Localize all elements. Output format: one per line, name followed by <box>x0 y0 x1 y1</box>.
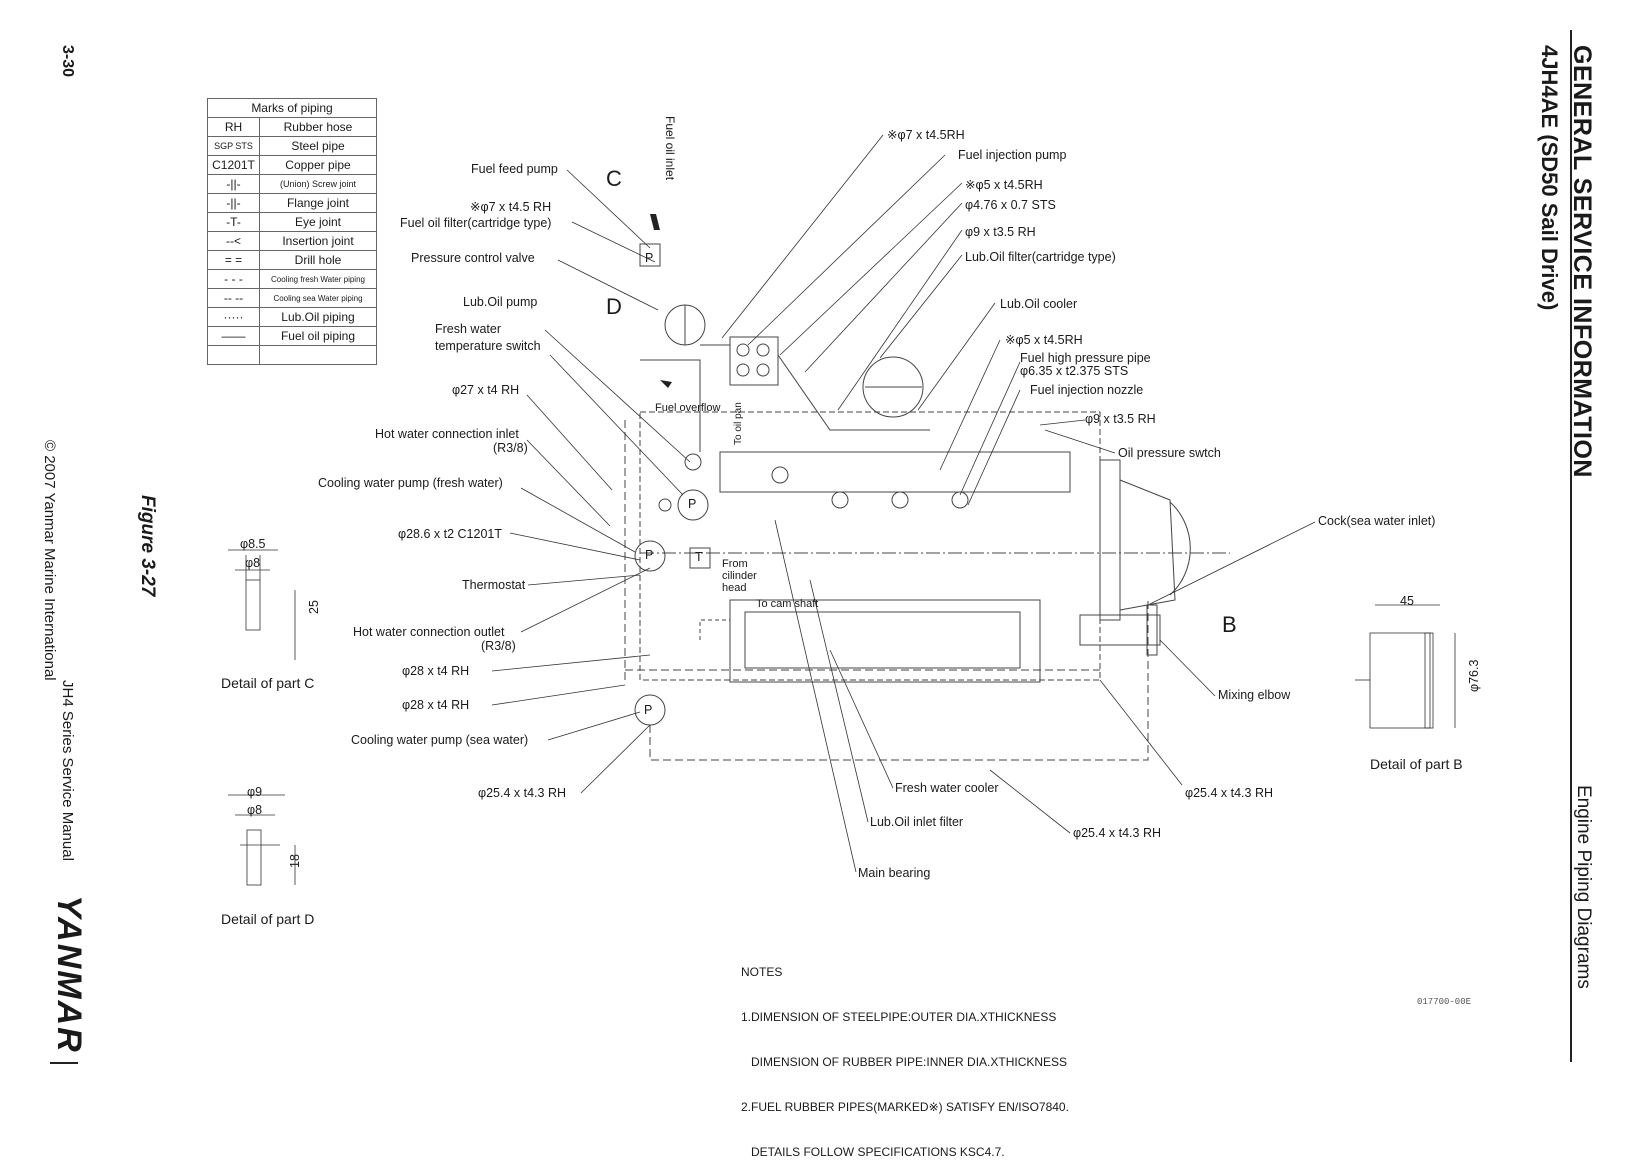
lub-oil-pump-circle <box>677 489 709 521</box>
thermostat-box <box>689 547 711 569</box>
label-fw-temp-2: temperature switch <box>435 339 541 353</box>
label-fw-temp-1: Fresh water <box>435 322 501 336</box>
label-cw-pump-fresh: Cooling water pump (fresh water) <box>318 476 503 490</box>
notes-title: NOTES <box>741 965 783 979</box>
detail-b-diameter: φ76.3 <box>1467 659 1481 692</box>
label-rh5b: ※φ5 x t4.5RH <box>1005 333 1083 347</box>
legend-row: ·····Lub.Oil piping <box>207 307 377 327</box>
label-rh7-left: ※φ7 x t4.5 RH <box>470 200 552 214</box>
label-hw-inlet-2: (R3/8) <box>493 441 528 455</box>
label-fuel-injection-pump: Fuel injection pump <box>958 148 1067 162</box>
label-p254c: φ25.4 x t4.3 RH <box>1073 826 1162 840</box>
label-top-rh7: ※φ7 x t4.5RH <box>887 128 965 142</box>
label-fuel-oil-inlet: Fuel oil inlet <box>663 116 677 181</box>
label-cw-pump-sea: Cooling water pump (sea water) <box>351 733 529 747</box>
label-fuel-filter: Fuel oil filter(cartridge type) <box>400 216 552 230</box>
fresh-water-pump-circle <box>634 540 666 572</box>
detail-c-drawing <box>228 549 296 660</box>
detail-d-d1: φ9 <box>247 785 263 799</box>
label-hw-inlet-1: Hot water connection inlet <box>375 427 519 441</box>
label-hw-outlet-2: (R3/8) <box>481 639 516 653</box>
detail-c-length: 25 <box>307 600 321 614</box>
detail-d-d2: φ8 <box>247 803 263 817</box>
note-line: DETAILS FOLLOW SPECIFICATIONS KSC4.7. <box>741 1145 1005 1159</box>
header-rule <box>1570 30 1572 1062</box>
drive-bell <box>1169 501 1191 596</box>
label-lub-pump-p: P <box>688 497 697 511</box>
label-fw-cooler: Fresh water cooler <box>895 781 999 795</box>
detail-c-title: Detail of part C <box>221 675 315 691</box>
label-p254a: φ25.4 x t4.3 RH <box>478 786 567 800</box>
label-lub-pump: Lub.Oil pump <box>463 295 538 309</box>
label-part-b: B <box>1222 612 1237 637</box>
label-fuel-overflow: Fuel overflow <box>655 402 721 414</box>
label-p254b: φ25.4 x t4.3 RH <box>1185 786 1274 800</box>
fuel-injection-pump <box>729 336 779 386</box>
label-fuel-pump-p: P <box>645 251 654 265</box>
label-hp-pipe: Fuel high pressure pipe <box>1020 351 1151 365</box>
detail-d-length: 18 <box>288 854 302 868</box>
note-line: 2.FUEL RUBBER PIPES(MARKED※) SATISFY EN/… <box>741 1100 1069 1114</box>
label-fuel-feed-pump: Fuel feed pump <box>471 162 558 176</box>
label-nozzle: Fuel injection nozzle <box>1030 383 1144 397</box>
label-from-head: From cilinder head <box>722 558 757 594</box>
label-mixing-elbow: Mixing elbow <box>1218 688 1291 702</box>
label-p286: φ28.6 x t2 C1201T <box>398 527 502 541</box>
detail-b-title: Detail of part B <box>1370 756 1463 772</box>
label-p9a: φ9 x t3.5 RH <box>965 225 1036 239</box>
label-thermostat-t: T <box>695 550 703 564</box>
detail-d-title: Detail of part D <box>221 911 315 927</box>
label-part-c: C <box>606 166 622 191</box>
note-line: 1.DIMENSION OF STEELPIPE:OUTER DIA.XTHIC… <box>741 1010 1057 1024</box>
label-cock: Cock(sea water inlet) <box>1318 514 1436 528</box>
label-part-d: D <box>606 294 622 319</box>
footer-rule <box>50 1062 78 1064</box>
label-rh5a: ※φ5 x t4.5RH <box>965 178 1043 192</box>
label-lub-filter: Lub.Oil filter(cartridge type) <box>965 250 1116 264</box>
label-hw-outlet-1: Hot water connection outlet <box>353 625 505 639</box>
label-fw-pump-p: P <box>645 548 654 562</box>
note-line: DIMENSION OF RUBBER PIPE:INNER DIA.XTHIC… <box>741 1055 1068 1069</box>
detail-d-drawing <box>228 794 296 886</box>
legend-row: --<Insertion joint <box>207 231 377 251</box>
flywheel-housing <box>1119 479 1176 611</box>
fresh-water-cooler-box <box>729 599 1041 683</box>
label-lub-inlet-filter: Lub.Oil inlet filter <box>870 815 964 829</box>
lub-oil-filter-circle <box>862 356 924 418</box>
label-to-cam-shaft: To cam shaft <box>756 598 819 610</box>
fresh-water-line-symbol: - - - <box>207 269 260 289</box>
detail-c-d1: φ8.5 <box>240 537 266 551</box>
legend-title: Marks of piping <box>207 98 377 118</box>
label-p28a: φ28 x t4 RH <box>402 664 470 678</box>
detail-b-width: 45 <box>1400 594 1414 608</box>
cylinder-head <box>719 451 1071 493</box>
label-sts635: φ6.35 x t2.375 STS <box>1020 364 1129 378</box>
label-pressure-valve: Pressure control valve <box>411 251 535 265</box>
mixing-elbow <box>1079 614 1161 646</box>
label-thermostat: Thermostat <box>462 578 526 592</box>
label-p28b: φ28 x t4 RH <box>402 698 470 712</box>
label-main-bearing: Main bearing <box>858 866 931 880</box>
label-p27: φ27 x t4 RH <box>452 383 520 397</box>
flywheel-plate <box>1099 459 1121 621</box>
label-oil-pressure-switch: Oil pressure swtch <box>1118 446 1221 460</box>
label-to-oil-pan: To oil pan <box>733 402 744 445</box>
label-sts476: φ4.76 x 0.7 STS <box>965 198 1056 212</box>
cooler-core <box>744 611 1021 669</box>
notes-block: NOTES 1.DIMENSION OF STEELPIPE:OUTER DIA… <box>741 935 1069 1175</box>
label-p9b: φ9 x t3.5 RH <box>1085 412 1156 426</box>
label-sw-pump-p: P <box>644 703 653 717</box>
eye-joint-symbol: -T- <box>207 212 260 232</box>
figure-code: 017700-00E <box>1417 997 1472 1007</box>
detail-b-drawing <box>1355 604 1456 729</box>
detail-c-d2: φ8 <box>245 556 261 570</box>
label-lub-cooler: Lub.Oil cooler <box>1000 297 1078 311</box>
screw-joint-symbol: -||- <box>207 174 260 194</box>
